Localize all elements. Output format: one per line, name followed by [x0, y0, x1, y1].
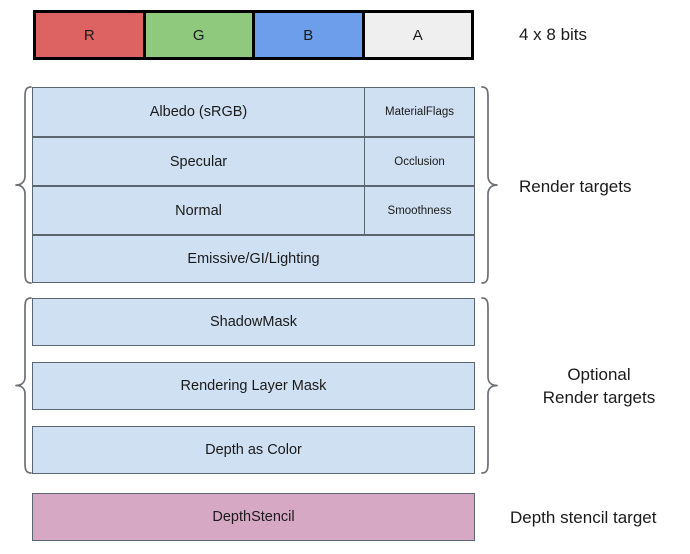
rgba-channel-bar: R G B A — [33, 10, 474, 60]
optional-render-target-row-rendering-layer-mask: Rendering Layer Mask — [32, 362, 475, 410]
optional-render-target-label-shadowmask: ShadowMask — [209, 314, 298, 330]
channel-cell-r: R — [36, 13, 146, 57]
optional-render-target-row-depth-as-color: Depth as Color — [32, 426, 475, 474]
channel-cell-b: B — [255, 13, 365, 57]
depth-stencil-row: DepthStencil — [32, 493, 475, 541]
render-target-alpha-smoothness: Smoothness — [364, 187, 474, 234]
render-target-row-normal: Normal Smoothness — [32, 186, 475, 235]
render-target-row-emissive: Emissive/GI/Lighting — [32, 235, 475, 283]
optional-render-targets-caption: Optional Render targets — [542, 365, 656, 407]
render-target-label-normal: Normal — [175, 202, 222, 219]
optional-render-targets-right-brace — [481, 297, 498, 474]
channel-cell-a: A — [364, 13, 471, 57]
optional-render-targets-left-brace — [15, 297, 32, 474]
depth-stencil-caption: Depth stencil target — [510, 508, 657, 527]
optional-render-target-row-shadowmask: ShadowMask — [32, 298, 475, 346]
depth-stencil-label: DepthStencil — [212, 509, 295, 525]
channel-label-b: B — [303, 26, 314, 44]
render-targets-caption: Render targets — [519, 177, 632, 196]
optional-render-target-label-rendering-layer-mask: Rendering Layer Mask — [180, 378, 327, 394]
channel-label-a: A — [412, 26, 423, 44]
render-target-row-albedo: Albedo (sRGB) MaterialFlags — [32, 87, 475, 137]
render-target-alpha-occlusion: Occlusion — [364, 138, 474, 185]
channel-label-r: R — [83, 26, 95, 44]
render-target-row-specular: Specular Occlusion — [32, 137, 475, 186]
channel-bar-caption: 4 x 8 bits — [519, 25, 588, 44]
render-target-alpha-materialflags: MaterialFlags — [364, 88, 474, 136]
render-targets-left-brace — [15, 86, 32, 284]
render-target-label-emissive: Emissive/GI/Lighting — [187, 251, 320, 267]
render-targets-right-brace — [481, 86, 498, 284]
optional-render-target-label-depth-as-color: Depth as Color — [205, 442, 302, 458]
channel-cell-g: G — [145, 13, 255, 57]
render-target-label-specular: Specular — [169, 153, 228, 170]
channel-label-g: G — [192, 26, 205, 44]
render-target-label-albedo: Albedo (sRGB) — [149, 104, 248, 120]
